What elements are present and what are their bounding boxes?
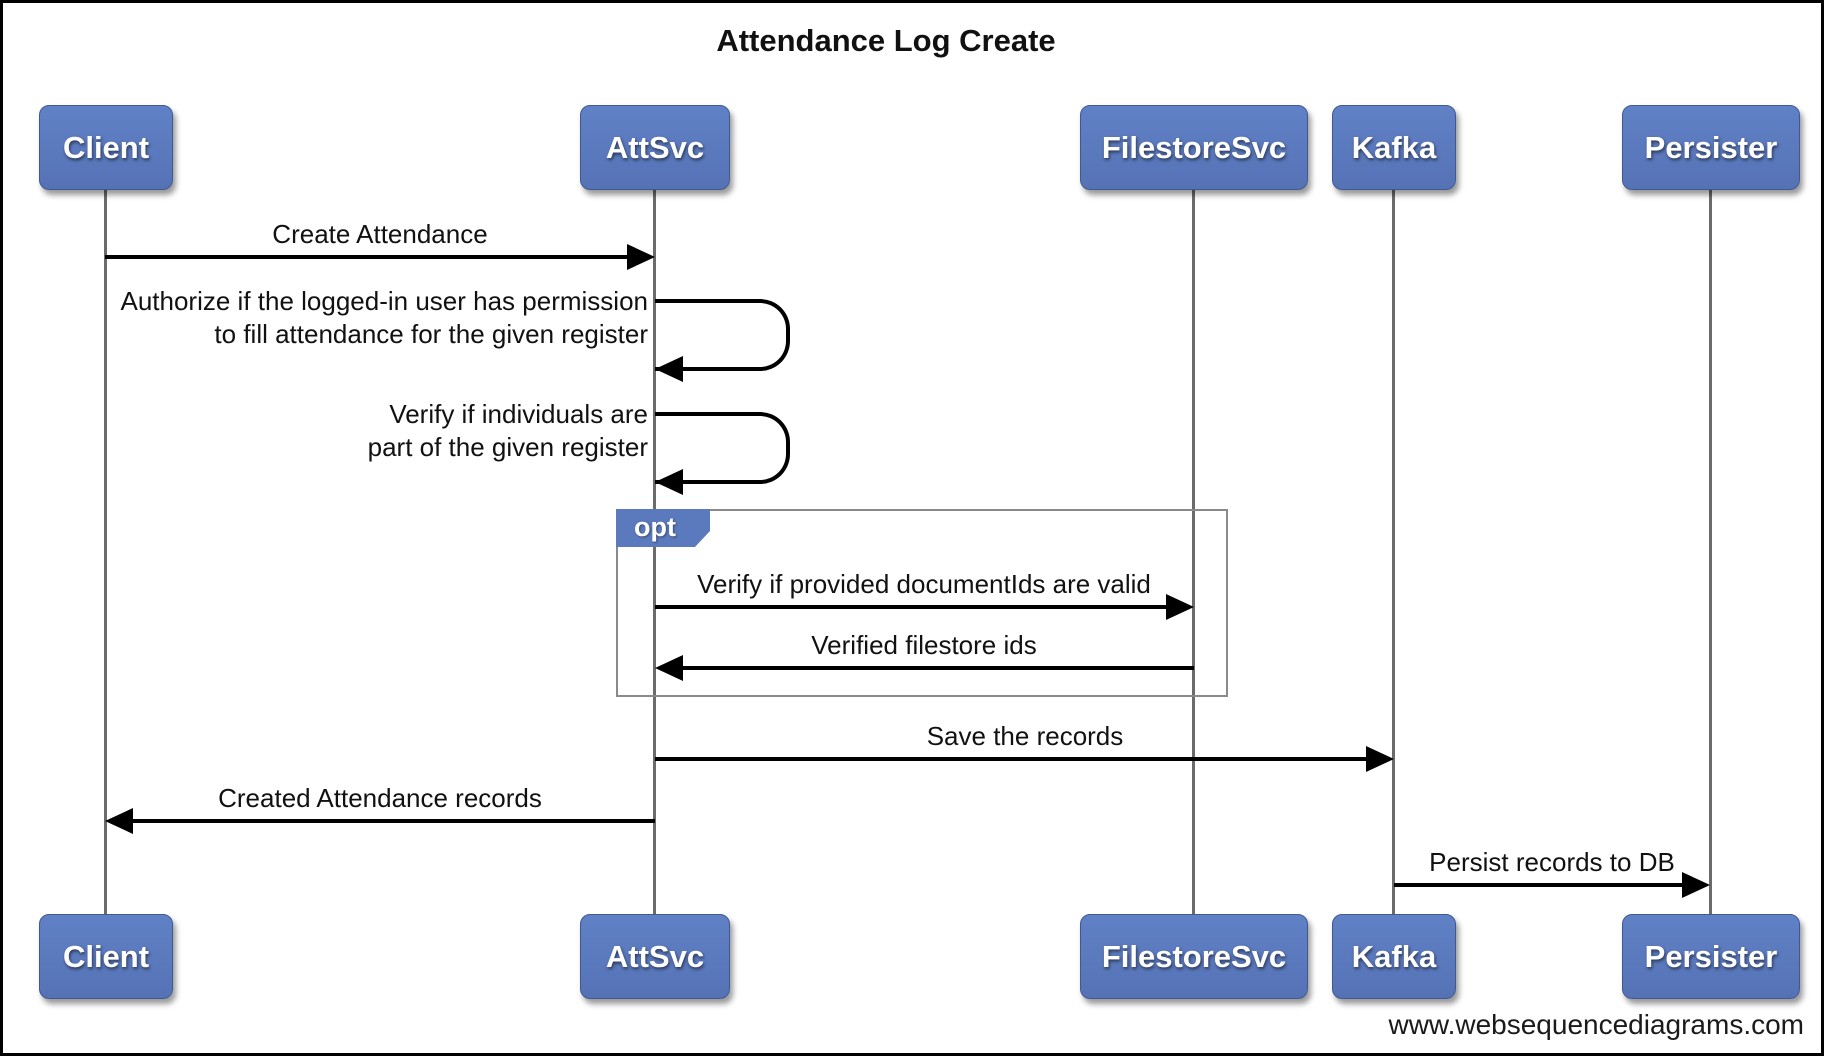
arrowhead-right-icon xyxy=(1166,594,1194,620)
arrowhead-right-icon xyxy=(1682,872,1710,898)
message-line-create-attendance xyxy=(105,255,627,259)
actor-label: Kafka xyxy=(1351,938,1437,974)
message-label-line: Verify if individuals are xyxy=(389,399,648,429)
message-label-persist-records: Persist records to DB xyxy=(1429,847,1675,877)
arrowhead-left-icon xyxy=(655,469,683,495)
message-label-save-records: Save the records xyxy=(926,721,1124,751)
diagram-title: Attendance Log Create xyxy=(716,23,1056,58)
message-line-verify-documentids xyxy=(655,605,1166,609)
actor-label: AttSvc xyxy=(605,129,705,165)
actor-label: FilestoreSvc xyxy=(1101,129,1287,165)
actor-box-client-top: Client xyxy=(39,105,173,190)
arrowhead-left-icon xyxy=(655,655,683,681)
lifeline-filestoresvc xyxy=(1192,190,1195,914)
arrowhead-left-icon xyxy=(105,808,133,834)
actor-label: AttSvc xyxy=(605,938,705,974)
actor-box-attsvc-top: AttSvc xyxy=(580,105,730,190)
actor-box-kafka-bottom: Kafka xyxy=(1332,914,1456,999)
actor-box-attsvc-bottom: AttSvc xyxy=(580,914,730,999)
lifeline-attsvc xyxy=(653,190,656,914)
actor-box-kafka-top: Kafka xyxy=(1332,105,1456,190)
lifeline-kafka xyxy=(1392,190,1395,914)
actor-label: Client xyxy=(62,129,150,165)
actor-label: Persister xyxy=(1644,129,1778,165)
message-label-verified-filestore-ids: Verified filestore ids xyxy=(811,630,1037,660)
message-label-create-attendance: Create Attendance xyxy=(272,219,488,249)
actor-box-filestoresvc-top: FilestoreSvc xyxy=(1080,105,1308,190)
message-line-persist-records xyxy=(1394,883,1682,887)
message-line-verified-filestore-ids xyxy=(683,666,1194,670)
self-message-loop-authorize xyxy=(655,299,790,371)
opt-fragment-frame xyxy=(616,509,1228,697)
actor-box-filestoresvc-bottom: FilestoreSvc xyxy=(1080,914,1308,999)
actor-box-client-bottom: Client xyxy=(39,914,173,999)
arrowhead-right-icon xyxy=(627,244,655,270)
message-label-line: part of the given register xyxy=(367,432,648,462)
arrowhead-left-icon xyxy=(655,356,683,382)
watermark-text: www.websequencediagrams.com xyxy=(1388,1009,1804,1040)
arrowhead-right-icon xyxy=(1366,746,1394,772)
message-label-authorize: Authorize if the logged-in user has perm… xyxy=(120,285,648,351)
message-line-save-records xyxy=(655,757,1366,761)
actor-label: Client xyxy=(62,938,150,974)
self-message-loop-verify-individuals xyxy=(655,412,790,484)
actor-box-persister-bottom: Persister xyxy=(1622,914,1800,999)
message-label-verify-documentids: Verify if provided documentIds are valid xyxy=(697,569,1151,599)
message-label-line: Authorize if the logged-in user has perm… xyxy=(120,286,648,316)
message-label-created-records: Created Attendance records xyxy=(218,783,542,813)
lifeline-client xyxy=(104,190,107,914)
actor-label: Persister xyxy=(1644,938,1778,974)
actor-label: FilestoreSvc xyxy=(1101,938,1287,974)
actor-label: Kafka xyxy=(1351,129,1437,165)
opt-fragment-tab: opt xyxy=(616,509,710,547)
message-label-line: to fill attendance for the given registe… xyxy=(214,319,648,349)
actor-box-persister-top: Persister xyxy=(1622,105,1800,190)
message-label-verify-individuals: Verify if individuals are part of the gi… xyxy=(368,398,648,464)
lifeline-persister xyxy=(1709,190,1712,914)
message-line-created-records xyxy=(133,819,655,823)
